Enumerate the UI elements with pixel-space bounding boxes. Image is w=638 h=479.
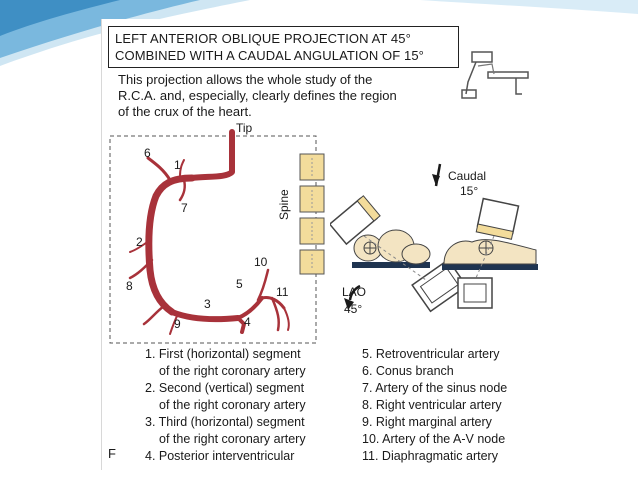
branch-number-5: 5 — [236, 277, 243, 291]
lao-angle: 45° — [344, 302, 362, 316]
tip-label: Tip — [236, 121, 253, 135]
branch-number-4: 4 — [244, 315, 251, 329]
legend-item-7: 7. Artery of the sinus node — [362, 381, 508, 395]
legend-item-10: 10. Artery of the A-V node — [362, 432, 506, 446]
projection-geometry-illustration: Caudal 15° LAO 45° — [330, 163, 538, 316]
legend-item-1-line-1: 1. First (horizontal) segment — [145, 347, 301, 361]
legend-item-8: 8. Right ventricular artery — [362, 398, 502, 412]
legend-item-4-line-1: 4. Posterior interventricular — [145, 449, 295, 463]
legend-item-5: 5. Retroventricular artery — [362, 347, 500, 361]
branch-number-1: 1 — [174, 158, 181, 172]
figure-title-line-1: LEFT ANTERIOR OBLIQUE PROJECTION AT 45° — [115, 31, 411, 46]
branch-number-6: 6 — [144, 146, 151, 160]
legend-item-6: 6. Conus branch — [362, 364, 454, 378]
artery-tree — [128, 129, 290, 335]
branch-number-7: 7 — [181, 201, 188, 215]
branch-number-10: 10 — [254, 255, 268, 269]
branch-number-2: 2 — [136, 235, 143, 249]
legend-item-11: 11. Diaphragmatic artery — [362, 449, 498, 463]
legend-item-3-line-1: 3. Third (horizontal) segment — [145, 415, 305, 429]
branch-number-11: 11 — [276, 285, 289, 299]
lao-label: LAO — [342, 285, 366, 299]
spine-label: Spine — [277, 189, 291, 220]
legend-left: 1. First (horizontal) segment of the rig… — [145, 346, 306, 465]
legend-item-9: 9. Right marginal artery — [362, 415, 492, 429]
c-arm-icon — [461, 51, 529, 99]
intro-line-1: This projection allows the whole study o… — [118, 72, 373, 87]
right-coronary-artery-diagram: Tip 6 1 7 2 8 9 3 5 10 11 4 — [109, 121, 317, 344]
legend-item-2-line-2: of the right coronary artery — [159, 398, 306, 412]
spine-vertebrae — [299, 153, 325, 275]
legend-item-3-line-2: of the right coronary artery — [159, 432, 306, 446]
intro-line-2: R.C.A. and, especially, clearly defines … — [118, 88, 397, 103]
lao-rotation-arrow-icon — [348, 284, 361, 301]
figure-title-box: LEFT ANTERIOR OBLIQUE PROJECTION AT 45° … — [108, 26, 459, 68]
lao-table — [352, 262, 430, 268]
panel-letter: F — [108, 446, 116, 461]
caudal-angle: 15° — [460, 184, 478, 198]
legend-right: 5. Retroventricular artery 6. Conus bran… — [362, 346, 507, 465]
caudal-table — [442, 264, 538, 270]
figure-title-line-2: COMBINED WITH A CAUDAL ANGULATION OF 15° — [115, 48, 424, 63]
caudal-label: Caudal — [448, 169, 486, 183]
branch-number-3: 3 — [204, 297, 211, 311]
branch-number-8: 8 — [126, 279, 133, 293]
legend-item-2-line-1: 2. Second (vertical) segment — [145, 381, 305, 395]
legend-item-1-line-2: of the right coronary artery — [159, 364, 306, 378]
intro-line-3: of the crux of the heart. — [118, 104, 252, 119]
branch-number-9: 9 — [174, 317, 181, 331]
